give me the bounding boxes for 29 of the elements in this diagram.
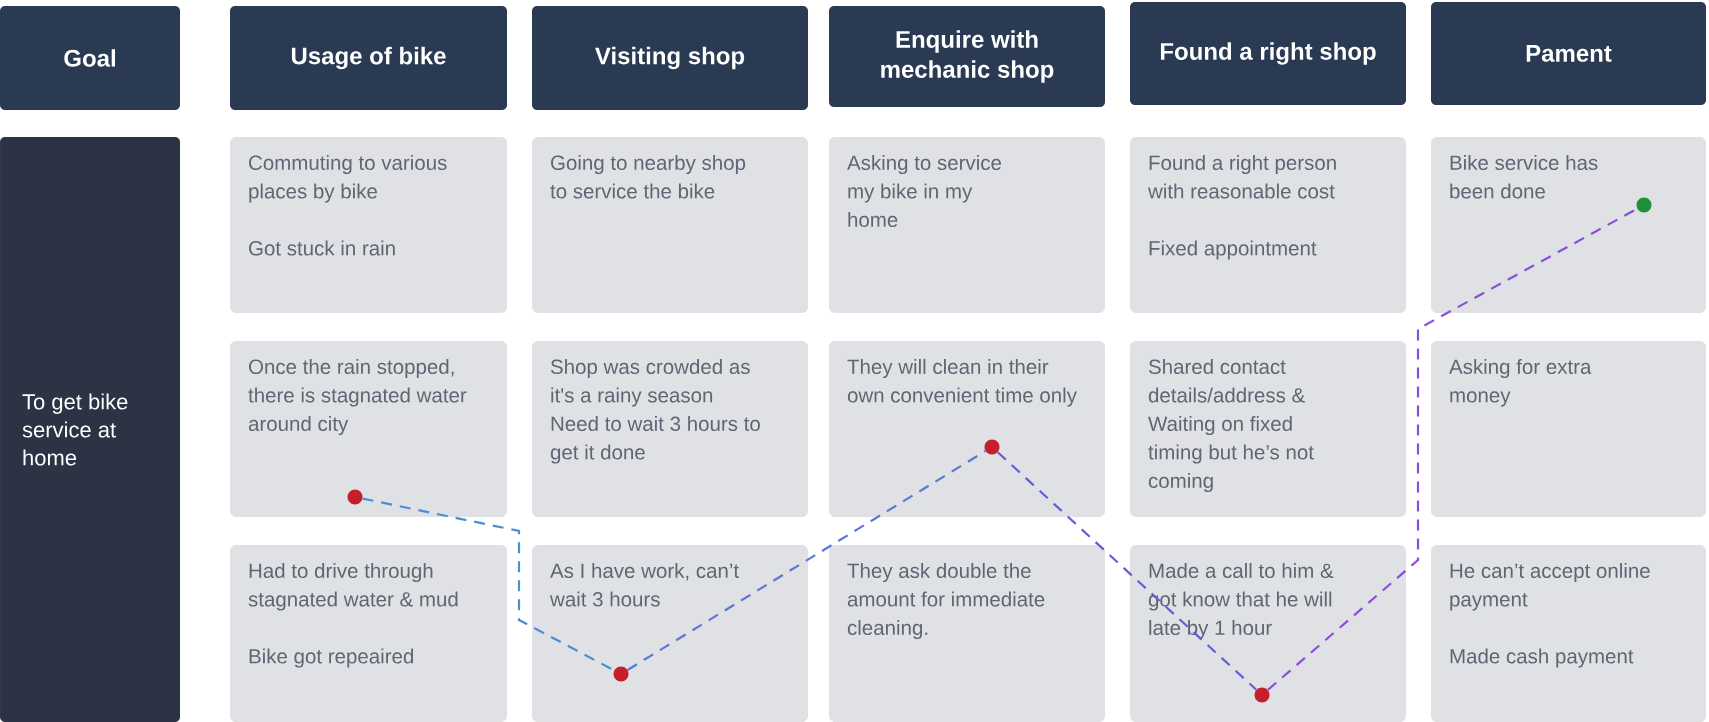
journey-point (613, 666, 629, 682)
step-card: As I have work, can’t wait 3 hours (532, 545, 808, 722)
journey-point (1636, 197, 1652, 213)
stage-header: Goal (0, 6, 180, 110)
step-card: Commuting to various places by bike Got stuck in rain (230, 137, 507, 313)
journey-point (347, 489, 363, 505)
stage-header: Usage of bike (230, 6, 507, 110)
stage-header: Visiting shop (532, 6, 808, 110)
goal-panel: To get bike service at home (0, 137, 180, 722)
stage-header: Pament (1431, 2, 1706, 105)
step-card: Bike service has been done (1431, 137, 1706, 313)
step-card: Shared contact details/address & Waiting on fixed timing but he’s not coming (1130, 341, 1406, 517)
step-card: Asking for extra money (1431, 341, 1706, 517)
stage-header: Enquire with mechanic shop (829, 6, 1105, 107)
step-card: They ask double the amount for immediate cleaning. (829, 545, 1105, 722)
dashed-line (996, 451, 1258, 691)
stage-header: Found a right shop (1130, 2, 1406, 105)
step-card: Found a right person with reasonable cost Fixed appointment (1130, 137, 1406, 313)
step-card: He can’t accept online payment Made cash payment (1431, 545, 1706, 722)
step-card: They will clean in their own convenient time only (829, 341, 1105, 517)
step-card: Shop was crowded as it's a rainy season Need to wait 3 hours to get it done (532, 341, 808, 517)
step-card: Asking to service my bike in my home (829, 137, 1105, 313)
step-card: Had to drive through stagnated water & mud Bike got repeaired (230, 545, 507, 722)
journey-point (1254, 687, 1270, 703)
dashed-line (627, 450, 986, 671)
journey-point (984, 439, 1000, 455)
step-card: Once the rain stopped, there is stagnated water around city (230, 341, 507, 517)
step-card: Going to nearby shop to service the bike (532, 137, 808, 313)
step-card: Made a call to him & got know that he will late by 1 hour (1130, 545, 1406, 722)
